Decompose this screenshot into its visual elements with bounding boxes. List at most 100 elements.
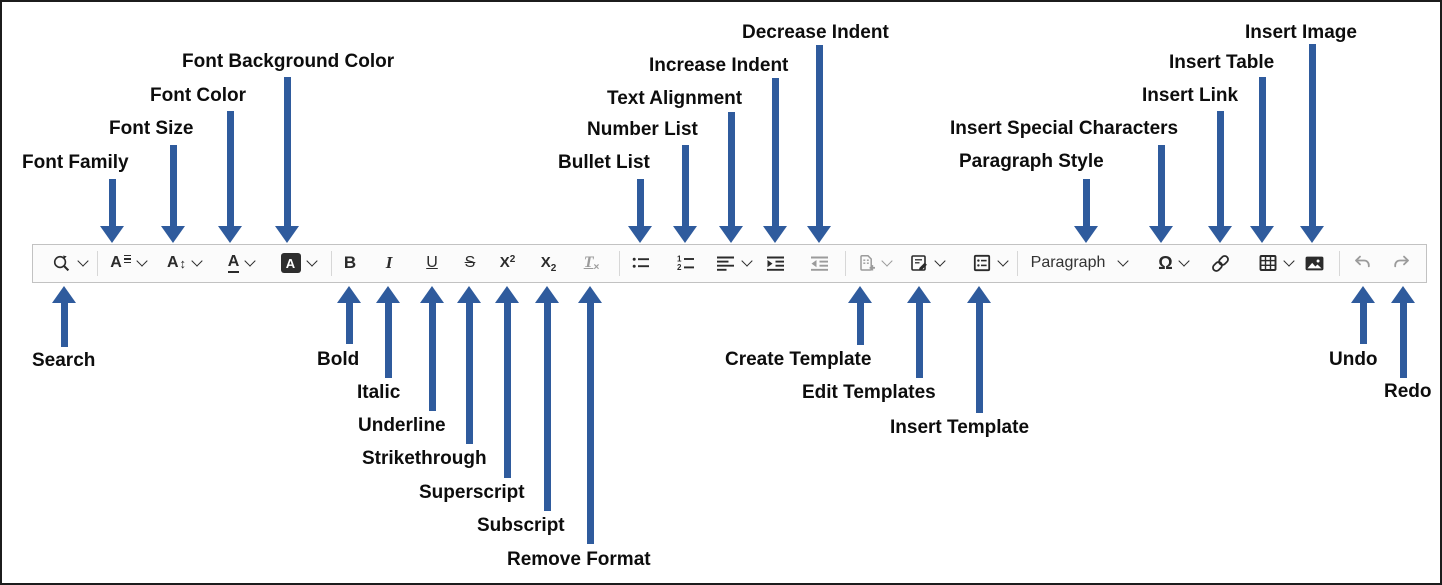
increase-indent-icon — [766, 253, 786, 273]
svg-text:1: 1 — [677, 255, 682, 264]
subscript-button[interactable]: X2 — [533, 245, 564, 281]
chevron-down-icon — [933, 255, 946, 267]
toolbar-separator — [331, 251, 332, 276]
edit-templates-button[interactable] — [901, 245, 951, 281]
annotation-label: Superscript — [419, 482, 525, 503]
italic-icon: I — [385, 253, 393, 272]
strikethrough-button[interactable]: S — [456, 245, 484, 281]
superscript-button[interactable]: X2 — [492, 245, 523, 281]
number-list-button[interactable]: 1 2 — [671, 245, 701, 281]
undo-button — [1347, 245, 1377, 281]
create-template-button — [849, 245, 897, 281]
annotation-arrow — [763, 78, 787, 243]
annotation-arrow — [337, 286, 361, 344]
toolbar-separator — [1339, 251, 1340, 276]
bullet-list-button[interactable] — [626, 245, 656, 281]
increase-indent-button[interactable] — [761, 245, 791, 281]
annotation-label: Insert Special Characters — [950, 118, 1179, 139]
insert-table-button[interactable] — [1251, 245, 1299, 281]
font-background-color-button[interactable]: A — [273, 245, 323, 281]
annotation-arrow — [967, 286, 991, 413]
create-template-icon — [856, 253, 876, 273]
annotation-label: Edit Templates — [802, 382, 936, 403]
annotation-arrow — [376, 286, 400, 378]
chevron-down-icon — [1117, 255, 1130, 267]
editor-toolbar: A A ↕ A A B I U S — [32, 244, 1427, 283]
chevron-down-icon — [1282, 255, 1295, 267]
annotation-label: Decrease Indent — [742, 22, 889, 43]
underline-icon: U — [426, 254, 438, 271]
annotation-label: Redo — [1384, 381, 1432, 402]
paragraph-style-label: Paragraph — [1030, 254, 1106, 271]
align-left-icon — [716, 253, 736, 273]
bullet-list-icon — [631, 253, 651, 273]
number-list-icon: 1 2 — [676, 253, 696, 273]
image-icon — [1304, 253, 1325, 274]
annotation-arrow — [628, 179, 652, 243]
svg-text:2: 2 — [677, 263, 682, 272]
chevron-down-icon — [305, 255, 318, 267]
redo-button — [1387, 245, 1417, 281]
font-family-lines-icon — [123, 254, 131, 264]
annotation-arrow — [535, 286, 559, 511]
find-replace-icon — [51, 253, 72, 274]
bold-button[interactable]: B — [336, 245, 364, 281]
insert-template-icon — [972, 253, 992, 273]
font-background-color-icon: A — [280, 253, 301, 273]
annotation-label: Number List — [587, 119, 698, 140]
toolbar-separator — [97, 251, 98, 276]
insert-image-button[interactable] — [1299, 245, 1329, 281]
up-down-arrow-icon: ↕ — [179, 255, 187, 271]
decrease-indent-icon — [810, 253, 830, 273]
annotation-arrow — [807, 45, 831, 243]
annotation-arrow — [907, 286, 931, 378]
annotation-arrow — [420, 286, 444, 411]
annotation-arrow — [1074, 179, 1098, 243]
edit-templates-icon — [909, 253, 929, 273]
annotation-arrow — [719, 112, 743, 243]
annotation-arrow — [578, 286, 602, 544]
font-family-icon: A — [110, 254, 122, 271]
toolbar-separator — [1017, 251, 1018, 276]
annotation-label: Insert Image — [1245, 22, 1357, 43]
annotation-arrow — [1391, 286, 1415, 378]
annotation-label: Text Alignment — [607, 88, 743, 109]
font-color-button[interactable]: A — [216, 245, 266, 281]
annotation-arrow — [52, 286, 76, 347]
insert-link-button[interactable] — [1205, 245, 1235, 281]
insert-template-button[interactable] — [965, 245, 1013, 281]
paragraph-style-dropdown[interactable]: Paragraph — [1023, 245, 1135, 281]
chevron-down-icon — [244, 255, 256, 267]
annotation-label: Bold — [317, 349, 360, 370]
toolbar-separator — [845, 251, 846, 276]
search-button[interactable] — [43, 245, 95, 281]
annotation-arrow — [1149, 145, 1173, 243]
annotation-arrow — [1208, 111, 1232, 243]
font-family-button[interactable]: A — [103, 245, 153, 281]
chevron-down-icon — [996, 255, 1009, 267]
annotation-label: Insert Table — [1169, 52, 1275, 73]
annotation-label: Create Template — [725, 349, 872, 370]
chevron-down-icon — [1178, 255, 1190, 267]
underline-button[interactable]: U — [417, 245, 447, 281]
chevron-down-icon — [880, 255, 893, 267]
annotation-label: Font Color — [150, 85, 247, 106]
superscript-icon: X2 — [499, 254, 516, 271]
subscript-icon: X2 — [540, 254, 557, 274]
annotation-arrow — [1351, 286, 1375, 344]
font-size-button[interactable]: A ↕ — [159, 245, 209, 281]
table-icon — [1258, 253, 1278, 273]
insert-special-characters-button[interactable]: Ω — [1149, 245, 1197, 281]
annotation-label: Remove Format — [507, 549, 651, 570]
annotation-arrow — [218, 111, 242, 243]
chevron-down-icon — [77, 255, 89, 267]
italic-button[interactable]: I — [375, 245, 403, 281]
annotation-arrow — [275, 77, 299, 243]
remove-format-button: T× — [576, 245, 607, 281]
annotation-label: Insert Link — [1142, 85, 1239, 106]
link-icon — [1210, 253, 1231, 274]
redo-icon — [1392, 253, 1412, 273]
annotation-arrow — [100, 179, 124, 243]
annotation-label: Font Family — [22, 152, 129, 173]
text-alignment-button[interactable] — [709, 245, 757, 281]
